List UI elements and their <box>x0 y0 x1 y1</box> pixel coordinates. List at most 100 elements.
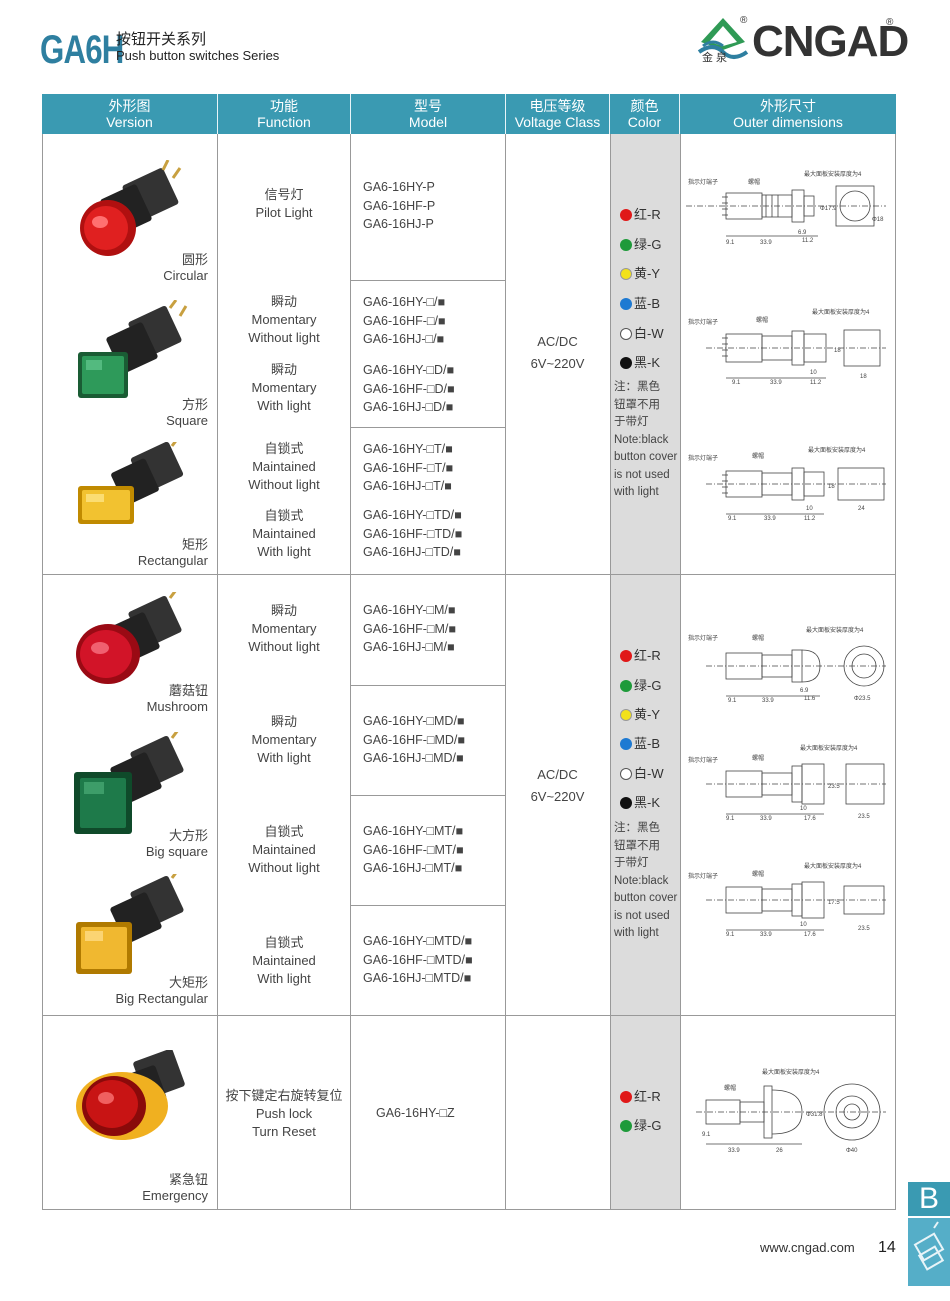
color-green: 绿-G <box>620 678 661 694</box>
dim-value: 23.5 <box>858 926 870 932</box>
note-line: 于带灯 <box>614 416 649 428</box>
dimension-drawing-mushroom: 指示灯端子 螺帽 最大面板安装厚度为4 9.1 33.9 6.9 11.6 Φ2… <box>688 626 886 704</box>
dim-label: 指示灯端子 <box>688 454 718 462</box>
function-en: With light <box>257 750 311 765</box>
registered-icon: ® <box>886 17 894 28</box>
model-code: GA6-16HF-□T/■ <box>363 460 454 475</box>
function-cn: 瞬动 <box>270 362 297 377</box>
color-green: 绿-G <box>620 237 661 253</box>
col-voltage-en: Voltage Class <box>514 114 601 130</box>
function-cn: 自锁式 <box>264 441 304 456</box>
model-code: GA6-16HY-□MT/■ <box>363 824 464 838</box>
function-en: Pilot Light <box>255 205 313 220</box>
version-circular: 圆形 Circular <box>100 252 208 284</box>
color-label: 白-W <box>634 766 664 781</box>
dim-value: 18 <box>860 374 867 380</box>
col-voltage-cn: 电压等级 <box>529 98 586 114</box>
grid-line <box>350 427 505 428</box>
color-red: 红-R <box>620 1089 661 1105</box>
dim-value: 9.1 <box>728 516 737 522</box>
color-label: 黄-Y <box>634 707 661 722</box>
color-black: 黑-K <box>620 795 660 811</box>
model-code: GA6-16HF-□MTD/■ <box>363 952 473 967</box>
grid-line <box>42 574 896 575</box>
version-big-rectangular: 大矩形 Big Rectangular <box>60 975 209 1007</box>
dim-value: 18 <box>834 348 841 354</box>
dim-label: 螺帽 <box>724 1084 736 1092</box>
red-dot-icon <box>620 650 632 662</box>
col-function-cn: 功能 <box>270 98 298 114</box>
function-pilot-light: 信号灯 Pilot Light <box>218 186 350 222</box>
blue-dot-icon <box>620 298 632 310</box>
dim-value: 10 <box>806 506 813 512</box>
dim-value: 17.6 <box>804 816 816 822</box>
function-en: Maintained <box>252 459 316 474</box>
big-rectangular-button-photo <box>76 874 184 974</box>
col-model: 型号 Model <box>351 94 506 134</box>
dim-value: 11.6 <box>804 696 816 702</box>
note-line: Note:black <box>614 433 669 446</box>
model-group: GA6-16HY-□M/■ GA6-16HF-□M/■ GA6-16HJ-□M/… <box>363 601 456 657</box>
dim-value: 9.1 <box>726 816 735 822</box>
function-en: Turn Reset <box>252 1124 316 1139</box>
model-group: GA6-16HY-□D/■ GA6-16HF-□D/■ GA6-16HJ-□D/… <box>363 361 455 417</box>
function-momentary-with-light: 瞬动 Momentary With light <box>218 713 350 767</box>
dim-value: 17.5 <box>828 900 840 906</box>
model-code: GA6-16HF-□/■ <box>363 313 446 328</box>
grid-line <box>350 280 505 281</box>
model-code: GA6-16HJ-□MD/■ <box>363 751 464 765</box>
dim-label: 螺帽 <box>752 452 764 460</box>
dim-value: Φ23.5 <box>854 696 871 702</box>
function-momentary-without-light: 瞬动 Momentary Without light <box>218 602 350 656</box>
model-code: GA6-16HJ-□TD/■ <box>363 545 461 559</box>
grid-line <box>680 134 681 1209</box>
model-code: GA6-16HF-□TD/■ <box>363 526 463 541</box>
grid-line <box>42 134 43 1209</box>
model-code: GA6-16HF-□MT/■ <box>363 842 464 857</box>
dim-label: 最大面板安装厚度为4 <box>762 1068 820 1076</box>
function-maintained-without-light: 自锁式 Maintained Without light <box>218 823 350 877</box>
color-label: 蓝-B <box>634 296 661 311</box>
version-square: 方形 Square <box>100 397 208 429</box>
col-version-en: Version <box>106 114 153 130</box>
function-cn: 自锁式 <box>264 508 304 523</box>
yellow-dot-icon <box>620 709 632 721</box>
model-group: GA6-16HY-□Z <box>376 1104 455 1123</box>
version-en: Square <box>166 413 208 428</box>
footer-url: www.cngad.com <box>760 1240 855 1255</box>
version-rectangular: 矩形 Rectangular <box>100 537 208 569</box>
square-button-photo <box>78 300 188 398</box>
color-white: 白-W <box>620 766 664 782</box>
model-code: GA6-16HY-□MTD/■ <box>363 934 473 948</box>
model-code: GA6-16HF-P <box>363 198 436 213</box>
model-code: GA6-16HJ-□MT/■ <box>363 861 463 875</box>
note-line: is not used <box>614 468 670 481</box>
version-en: Big Rectangular <box>115 991 209 1006</box>
grid-line <box>42 1209 896 1210</box>
dim-label: 螺帽 <box>752 870 764 878</box>
function-cn: 自锁式 <box>264 824 304 839</box>
model-group: GA6-16HY-□TD/■ GA6-16HF-□TD/■ GA6-16HJ-□… <box>363 506 462 562</box>
red-dot-icon <box>620 1091 632 1103</box>
model-code: GA6-16HJ-□M/■ <box>363 640 455 654</box>
function-en: Without light <box>248 477 320 492</box>
color-label: 红-R <box>634 1089 661 1104</box>
model-code: GA6-16HJ-□T/■ <box>363 479 452 493</box>
dimension-drawing-big-rectangular: 指示灯端子 螺帽 最大面板安装厚度为4 9.1 33.9 10 17.6 17.… <box>688 862 886 938</box>
function-en: Momentary <box>251 621 317 636</box>
dim-label: 最大面板安装厚度为4 <box>806 626 864 634</box>
brand-logo-text: CNGAD <box>752 17 909 66</box>
function-en: Without light <box>248 330 320 345</box>
version-cn: 蘑菇钮 <box>168 683 208 698</box>
dim-value: Φ17.9 <box>820 206 837 212</box>
version-en: Rectangular <box>137 553 208 568</box>
function-en: With light <box>257 971 311 986</box>
model-group: GA6-16HY-□MD/■ GA6-16HF-□MD/■ GA6-16HJ-□… <box>363 712 465 768</box>
registered-icon: ® <box>740 15 748 26</box>
grid-line <box>217 134 218 1209</box>
green-dot-icon <box>620 1120 632 1132</box>
col-model-cn: 型号 <box>414 98 442 114</box>
model-group: GA6-16HY-□T/■ GA6-16HF-□T/■ GA6-16HJ-□T/… <box>363 440 453 496</box>
col-version: 外形图 Version <box>42 94 218 134</box>
model-code: GA6-16HJ-□/■ <box>363 332 445 346</box>
